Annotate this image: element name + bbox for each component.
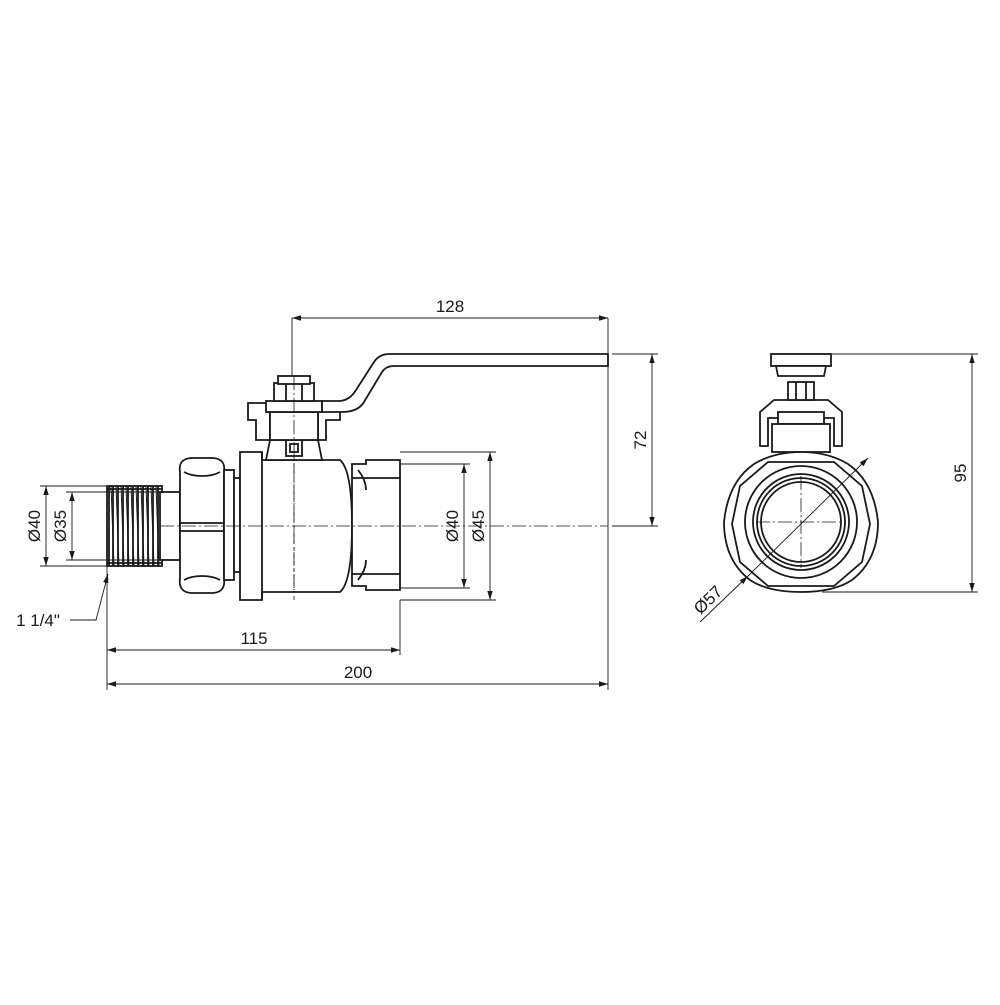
dim-label-bore: Ø40: [443, 510, 462, 542]
dim-label-200: 200: [344, 663, 372, 682]
dim-label-thread-inner: Ø35: [51, 510, 70, 542]
side-view: 128 72 Ø40 Ø35 Ø40 Ø45 1 1/4" 115 200: [16, 297, 658, 690]
end-view: 95 Ø57: [690, 353, 978, 623]
handle-assembly: [247, 353, 609, 441]
dim-label-thread-size: 1 1/4": [16, 611, 60, 630]
dim-label-thread-outer: Ø40: [25, 510, 44, 542]
dim-label-128: 128: [436, 297, 464, 316]
thread-leader-line: [70, 573, 109, 621]
female-socket: [351, 459, 401, 591]
dim-label-72: 72: [631, 431, 650, 450]
end-view-handle: [759, 353, 843, 453]
valve-body: [239, 439, 353, 601]
dim-line-57-upper: [747, 457, 869, 577]
union-nut: [178, 457, 241, 594]
dim-label-115: 115: [240, 629, 267, 648]
dim-line-57-lower: [699, 575, 749, 623]
dim-label-57: Ø57: [690, 582, 726, 618]
extension-lines: [40, 318, 658, 690]
dim-label-95: 95: [951, 464, 970, 483]
dim-label-socket-outer: Ø45: [469, 510, 488, 542]
end-extension-lines: [822, 353, 978, 593]
